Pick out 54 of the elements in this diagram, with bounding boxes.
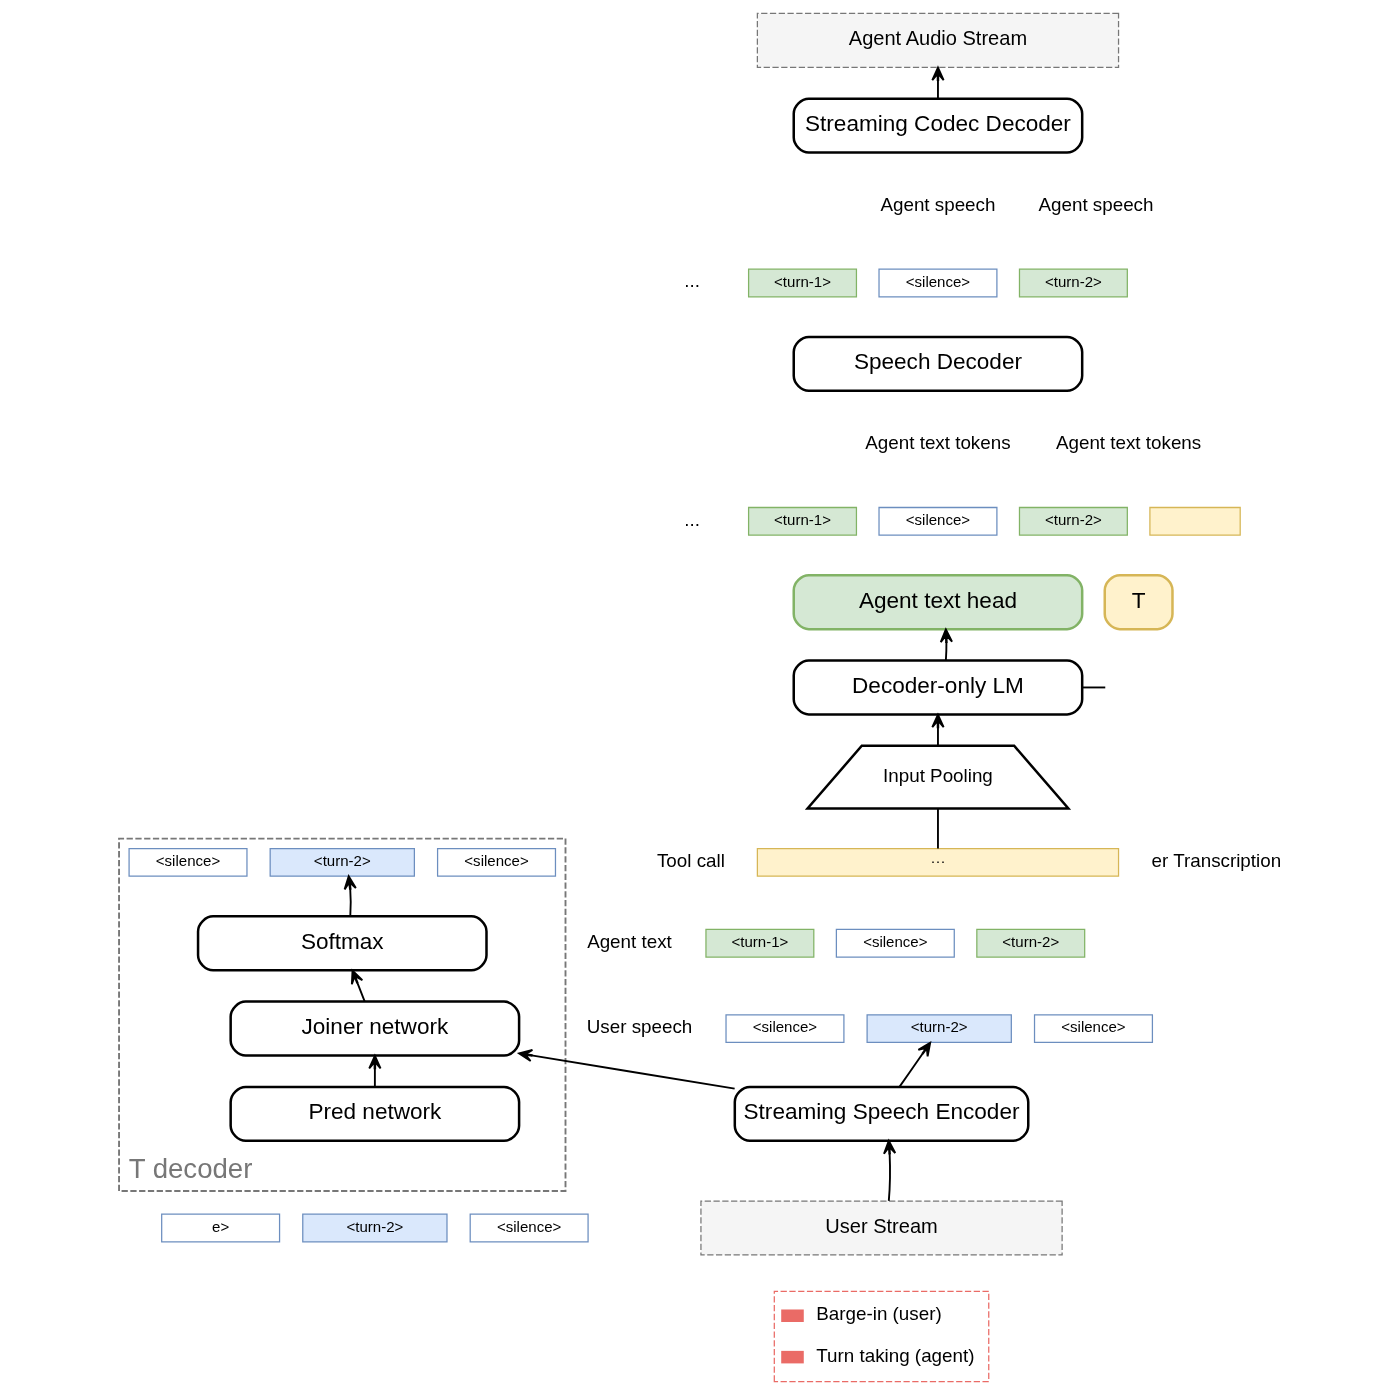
node-box: <turn-2>	[269, 848, 415, 877]
label: er Transcription	[1151, 849, 1282, 871]
node-box: e>	[161, 1213, 281, 1243]
node-box: <turn-2>	[866, 1014, 1012, 1043]
node-box: User Stream	[700, 1200, 1063, 1256]
node-box: Speech Decoder	[792, 335, 1084, 393]
arrow	[898, 1041, 932, 1088]
node-box: <silence>	[469, 1213, 589, 1243]
node-box: ···	[756, 848, 1120, 877]
arrow	[343, 875, 357, 917]
label: User speech	[586, 1015, 693, 1037]
arrow	[368, 1054, 382, 1088]
node-box: T	[1103, 573, 1174, 631]
node-box: Decoder-only LM	[792, 659, 1084, 716]
node-box: Joiner network	[229, 1000, 521, 1057]
node-box: <turn-2>	[302, 1213, 448, 1243]
node-box: Streaming Codec Decoder	[792, 97, 1084, 154]
arrow	[883, 1139, 897, 1202]
arrow	[518, 1048, 736, 1090]
legend-label: Turn taking (agent)	[816, 1344, 975, 1366]
arrow	[931, 713, 945, 747]
label: Agent text tokens	[1055, 432, 1202, 454]
node-box: <turn-1>	[705, 928, 815, 958]
label: ...	[684, 508, 700, 530]
label: Agent text tokens	[865, 432, 1011, 454]
node-box: Pred network	[229, 1085, 521, 1143]
node-box: <silence>	[725, 1014, 845, 1043]
arrow	[931, 66, 945, 100]
node-box: Agent Audio Stream	[756, 12, 1120, 68]
node-box: <silence>	[878, 268, 998, 298]
label: Agent speech	[880, 193, 996, 215]
node-box: <silence>	[878, 506, 998, 536]
node-box: Agent text head	[792, 573, 1084, 631]
node-box: Streaming Speech Encoder	[733, 1085, 1030, 1143]
label: Tool call	[656, 849, 725, 871]
arrow	[939, 628, 953, 662]
node-box: <silence>	[436, 848, 557, 877]
legend-label: Barge-in (user)	[816, 1303, 942, 1325]
node-box: <turn-1>	[747, 268, 858, 298]
node-box: <silence>	[128, 848, 248, 877]
label: Agent speech	[1038, 193, 1154, 215]
node-box: <turn-2>	[1018, 268, 1128, 298]
node-box: <turn-2>	[1018, 506, 1128, 536]
label: Agent text	[587, 930, 672, 952]
node-box: Softmax	[196, 915, 488, 972]
node-box: <silence>	[1033, 1014, 1154, 1043]
connector	[1081, 686, 1107, 689]
node-bar	[1149, 506, 1241, 536]
label: ...	[684, 270, 700, 292]
node-box: <turn-2>	[976, 928, 1086, 958]
node-box: <turn-1>	[747, 506, 858, 536]
arrow	[350, 969, 366, 1003]
node-box: <silence>	[835, 928, 955, 958]
connector	[937, 807, 939, 850]
